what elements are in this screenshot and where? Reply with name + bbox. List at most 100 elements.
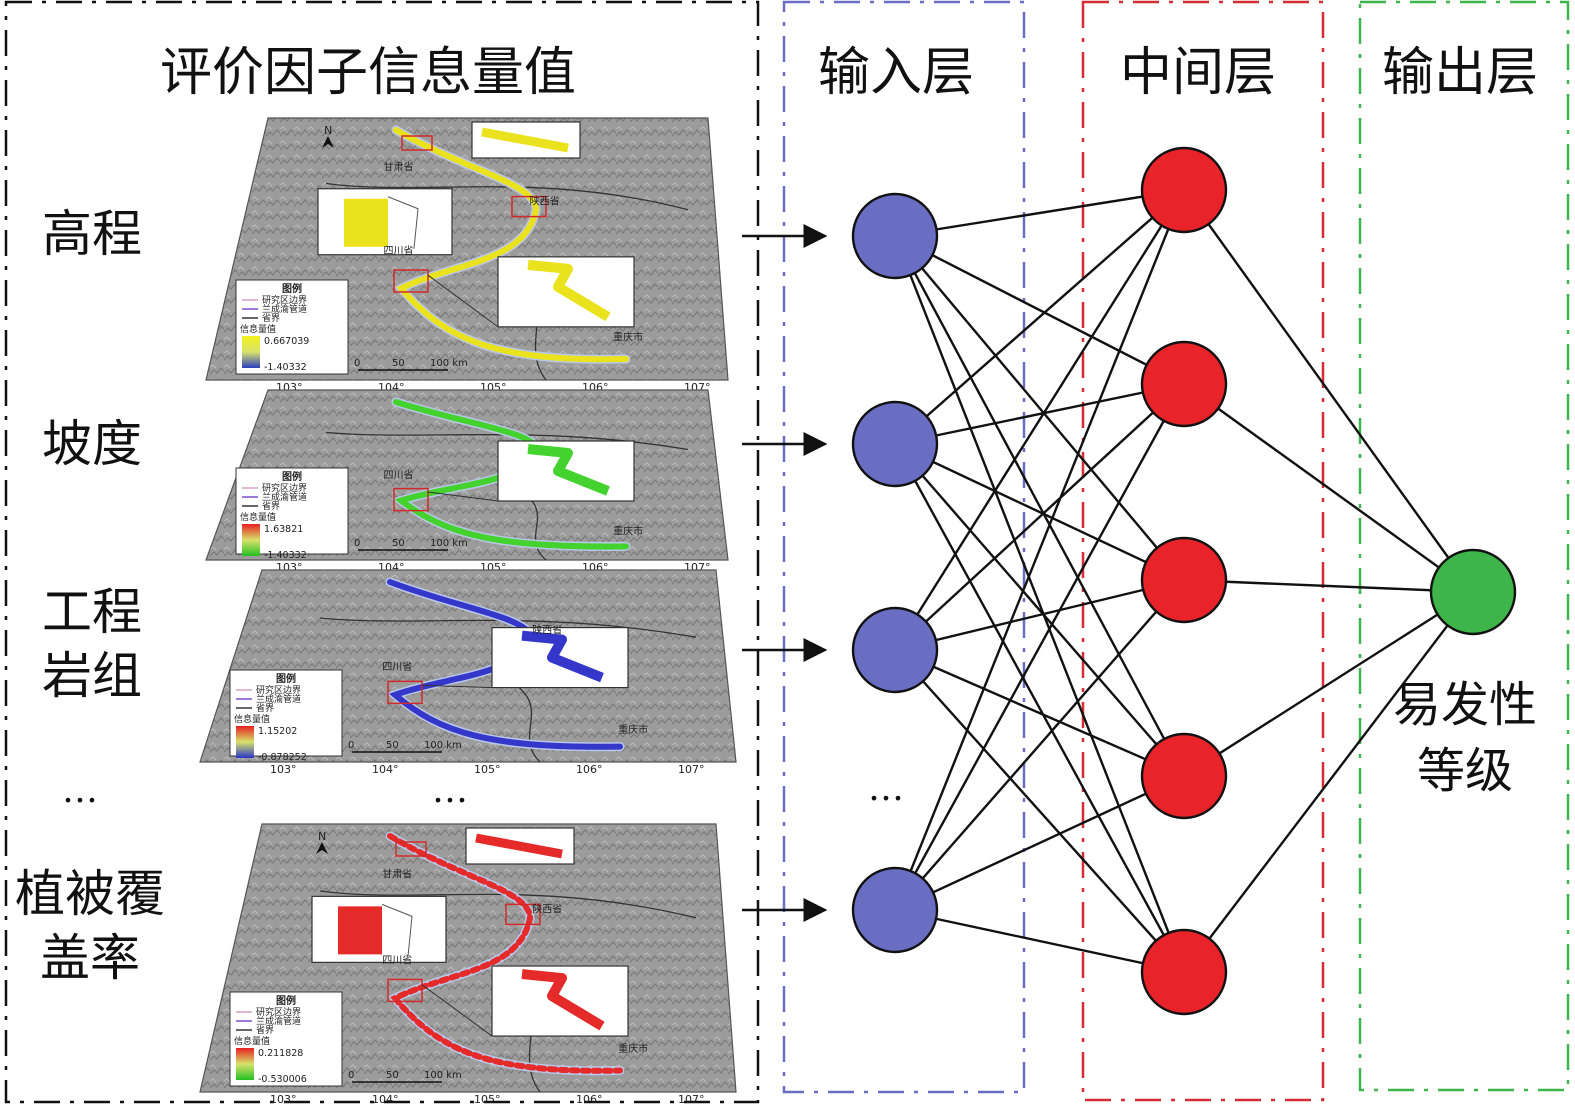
map-panel-0: N甘肃省陕西省四川省重庆市图例研究区边界兰成渝管道省界信息量值0.667039-… (205, 117, 729, 394)
factor-label-elevation: 高程 (42, 205, 142, 263)
scale-tick-label: 0 (348, 740, 354, 751)
factor-label-slope: 坡度 (42, 415, 142, 473)
legend-title: 图例 (276, 994, 296, 1007)
map-panel-1: 四川省重庆市图例研究区边界兰成渝管道省界信息量值1.63821-1.403320… (205, 389, 729, 574)
legend-item: 研究区边界 (256, 684, 301, 696)
edge-input-hidden (894, 648, 1185, 778)
legend-max: 1.63821 (264, 524, 303, 535)
north-arrow-label: N (324, 124, 332, 137)
legend-item: 研究区边界 (262, 294, 307, 306)
locator-box (511, 195, 547, 218)
scale-tick-label: 50 (392, 538, 405, 549)
locator-box (505, 903, 541, 926)
input-ellipsis: … (868, 768, 912, 809)
province-label: 甘肃省 (383, 160, 413, 173)
scale-tick-label: 50 (392, 358, 405, 369)
inset-border (381, 903, 413, 957)
edge-hidden-output (1183, 578, 1474, 594)
hidden-node (1140, 536, 1228, 624)
inset-fill (338, 906, 382, 955)
legend-title: 图例 (282, 470, 302, 483)
scale-tick-label: 50 (386, 1070, 399, 1081)
province-label: 四川省 (383, 244, 413, 257)
hidden-node (1140, 340, 1228, 428)
edge-input-hidden (894, 383, 1185, 651)
input-node (851, 866, 939, 954)
province-label: 重庆市 (618, 1042, 648, 1055)
legend-item: 研究区边界 (256, 1006, 301, 1018)
edge-input-hidden (894, 442, 1185, 582)
province-label: 四川省 (382, 953, 412, 966)
edge-input-hidden (894, 189, 1185, 445)
legend-max: 0.211828 (258, 1048, 303, 1059)
input-layer-frame (782, 0, 1026, 1094)
province-label: 重庆市 (618, 723, 648, 736)
output-layer-title: 输出层 (1382, 43, 1539, 103)
locator-box (387, 978, 423, 1003)
factor-label-lithology: 工程岩组 (42, 583, 142, 705)
pipeline-route (393, 127, 629, 363)
legend-item: 省界 (262, 500, 280, 512)
lon-tick-label: 104° (372, 1093, 399, 1106)
edge-hidden-output (1183, 189, 1474, 593)
edge-input-hidden (893, 235, 1186, 973)
legend-color-ramp (242, 524, 260, 556)
scale-tick-label: 0 (354, 538, 360, 549)
output-label: 易发性等级 (1392, 677, 1537, 799)
factor-label-vegetation: 植被覆盖率 (15, 865, 165, 987)
inset-route (527, 444, 610, 496)
scale-tick-label: 0 (348, 1070, 354, 1081)
legend-min: -0.530006 (258, 1074, 307, 1085)
north-arrow-icon (322, 136, 334, 148)
edge-input-hidden (893, 443, 1186, 973)
hidden-node (1140, 732, 1228, 820)
edge-input-hidden (894, 774, 1185, 912)
edge-hidden-output (1183, 383, 1474, 593)
scale-tick-label: 100 km (430, 358, 468, 369)
input-node (851, 606, 939, 694)
legend-item: 兰成渝管道 (256, 693, 301, 705)
edge-input-hidden (894, 649, 1185, 973)
inset-leader (421, 684, 493, 689)
legend-value-title: 信息量值 (234, 1035, 270, 1047)
inset-fill (344, 198, 388, 247)
hidden-layer-frame (1081, 0, 1325, 1102)
inset-leader (427, 491, 499, 502)
lon-tick-label: 105° (474, 1093, 501, 1106)
input-node (851, 192, 939, 280)
map-panel-3: N甘肃省陕西省四川省重庆市图例研究区边界兰成渝管道省界信息量值0.211828-… (199, 823, 737, 1106)
province-border (325, 182, 689, 211)
legend-max: 0.667039 (264, 336, 309, 347)
hidden-node (1140, 146, 1228, 234)
edge-hidden-output (1183, 590, 1474, 778)
scale-tick-label: 0 (354, 358, 360, 369)
province-label: 四川省 (382, 660, 412, 673)
legend-max: 1.15202 (258, 726, 297, 737)
legend-item: 兰成渝管道 (256, 1015, 301, 1027)
edge-input-hidden (894, 235, 1185, 581)
lon-tick-label: 103° (270, 763, 297, 776)
lon-tick-label: 106° (576, 1093, 603, 1106)
province-label: 重庆市 (613, 525, 643, 538)
inset-route (481, 127, 569, 153)
legend-min: -0.878252 (258, 752, 307, 763)
inset-border (387, 196, 419, 249)
inset-route (521, 969, 605, 1031)
locator-box (393, 269, 429, 293)
locator-box (395, 841, 427, 857)
province-label: 陕西省 (530, 194, 560, 207)
edge-input-hidden (894, 578, 1185, 652)
legend-color-ramp (236, 726, 254, 758)
inset-route (475, 833, 563, 859)
legend-item: 兰成渝管道 (262, 491, 307, 503)
network-edges (893, 188, 1474, 974)
province-border (319, 617, 697, 638)
map-panel-2: 陕西省四川省重庆市图例研究区边界兰成渝管道省界信息量值1.15202-0.878… (199, 569, 737, 776)
inset-route (527, 259, 611, 322)
lon-tick-label: 103° (270, 1093, 297, 1106)
output-layer-frame (1358, 0, 1570, 1092)
lon-tick-label: 106° (576, 763, 603, 776)
input-layer-title: 输入层 (818, 43, 975, 103)
pipeline-route (387, 833, 623, 1074)
